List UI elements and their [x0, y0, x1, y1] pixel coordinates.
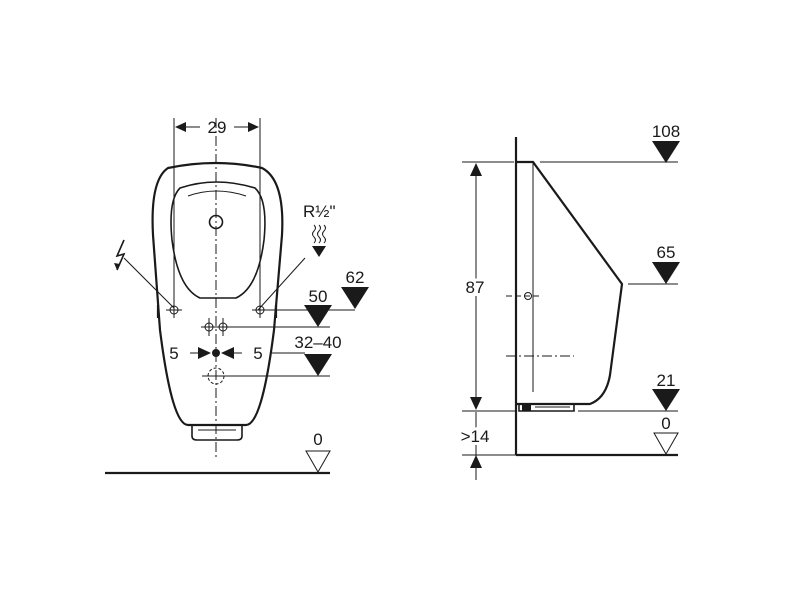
siphon-side-block [522, 403, 531, 411]
electric-leader-line [123, 257, 175, 309]
bowl-rim-line [187, 190, 247, 197]
dim-29-arrow-left [175, 122, 186, 132]
dim-14-arrow [470, 455, 482, 468]
dim-5-right-arrow [221, 347, 234, 359]
height-marker-65 [652, 262, 680, 284]
height-label-108: 108 [652, 122, 680, 141]
supply-leader-line [257, 257, 306, 311]
height-marker-62 [341, 287, 369, 309]
floor-label-side: 0 [661, 414, 670, 433]
supply-cross-left [201, 318, 217, 336]
electric-icon-arrowhead [114, 263, 120, 270]
pipe-size-label: R½" [303, 202, 336, 221]
electric-icon [115, 239, 126, 271]
siphon-side-outline [518, 404, 575, 412]
side-view: 87 >14 108 65 21 0 [458, 122, 680, 480]
dim-29-label: 29 [208, 118, 227, 137]
floor-marker-side [653, 432, 679, 456]
fixing-cross-right [252, 302, 268, 318]
height-marker-21 [652, 389, 680, 411]
height-label-32-40: 32–40 [294, 333, 341, 352]
floor-label-front: 0 [313, 430, 322, 449]
height-marker-32-40 [304, 354, 332, 376]
siphon-outline [191, 425, 243, 441]
floor-marker-front [305, 450, 331, 474]
water-supply-icon [312, 224, 326, 257]
dim-5-left-label: 5 [169, 344, 178, 363]
height-label-50: 50 [309, 287, 328, 306]
bowl-opening [170, 181, 266, 299]
height-marker-108 [652, 141, 680, 163]
front-view: 29 5 5 [105, 118, 369, 475]
dim-87-label: 87 [466, 278, 485, 297]
height-marker-50 [304, 305, 332, 327]
height-label-62: 62 [346, 268, 365, 287]
center-point [212, 349, 220, 357]
height-label-65: 65 [657, 243, 676, 262]
dim-5-right-label: 5 [253, 344, 262, 363]
dim-87-arrow-bottom [470, 397, 482, 410]
urinal-body-outline [151, 161, 284, 427]
dim-5-left-arrow [198, 347, 211, 359]
inlet-hole [208, 214, 224, 230]
dim-29-arrow-right [248, 122, 259, 132]
height-label-21: 21 [657, 371, 676, 390]
urinal-side-profile [516, 160, 624, 406]
dim-14-label: >14 [461, 427, 490, 446]
supply-cross-right [215, 318, 231, 336]
fixing-cross-left [166, 302, 182, 318]
dim-87-arrow-top [470, 163, 482, 176]
